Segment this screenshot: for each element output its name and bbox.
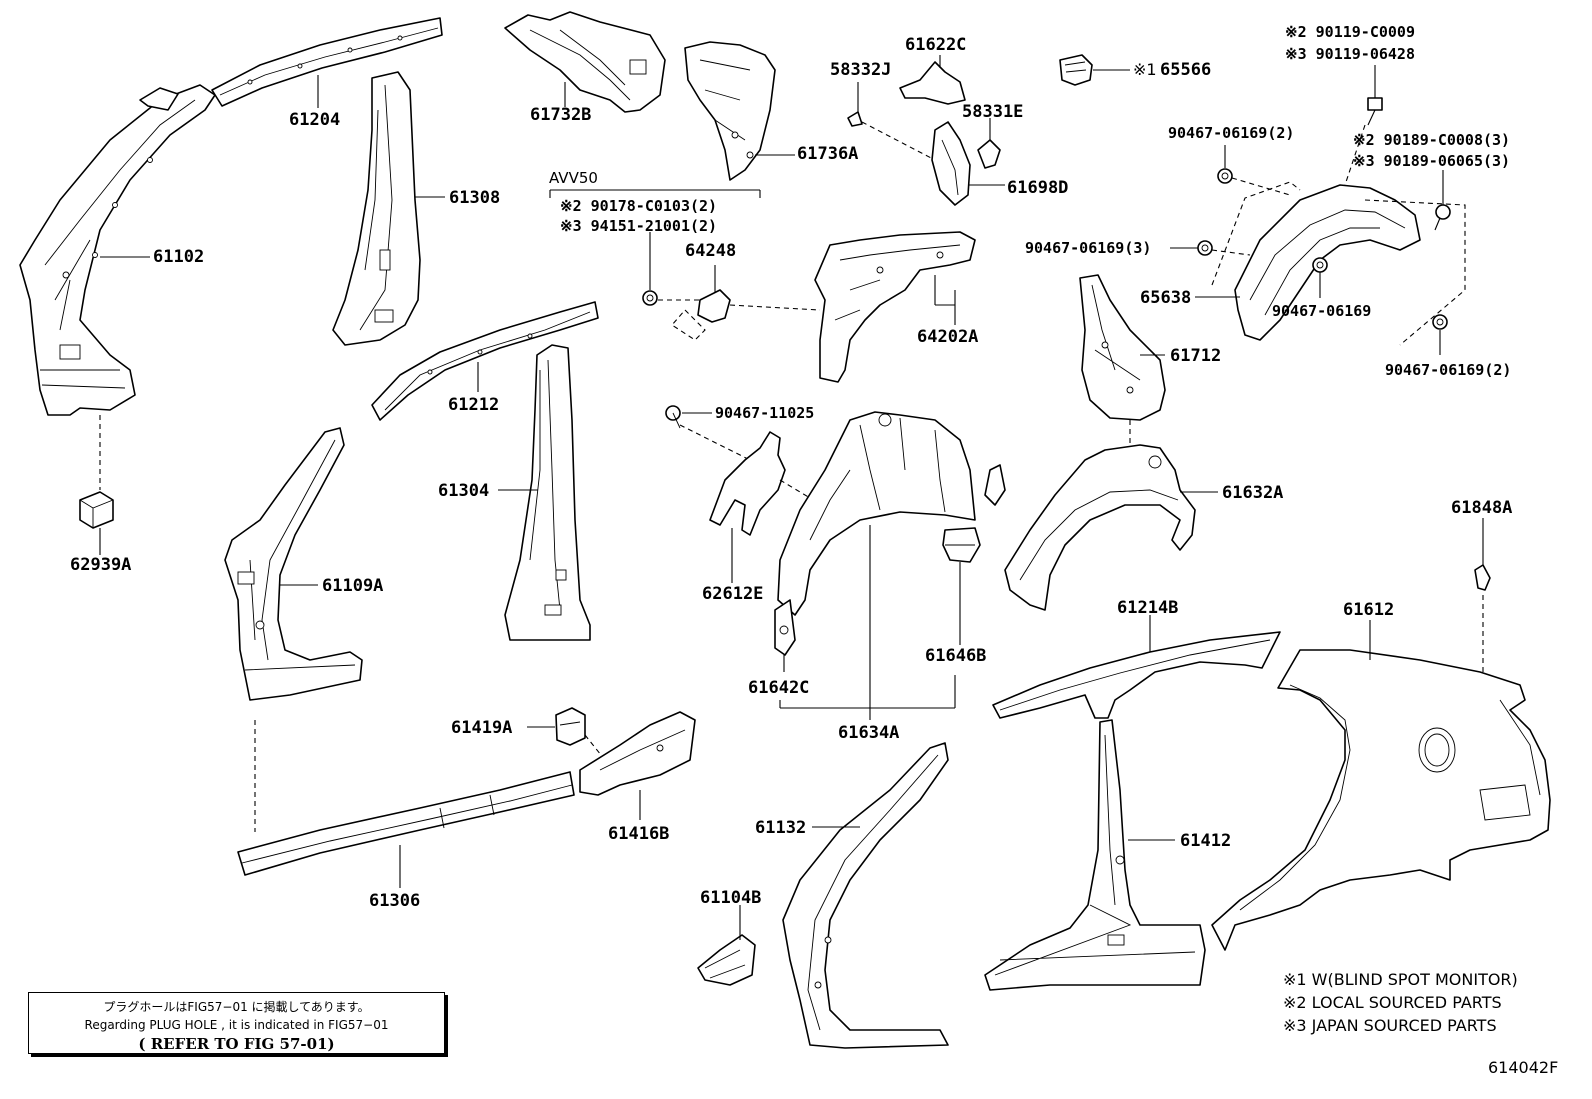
label-61102: 61102: [153, 247, 205, 267]
part-61712-drawing: [1079, 274, 1166, 421]
label-61712: 61712: [1170, 346, 1222, 366]
plug-hole-note: プラグホールはFIG57−01 に掲載してあります。 Regarding PLU…: [28, 992, 445, 1054]
label-64202A: 64202A: [917, 327, 979, 347]
label-61304: 61304: [438, 481, 490, 501]
label-61622C: 61622C: [905, 35, 967, 55]
label-61204: 61204: [289, 110, 341, 130]
part-61632A-drawing: [1004, 444, 1196, 611]
part-61698D-drawing: [931, 121, 971, 206]
fastener-nut-c: 90467-06169(3): [1025, 239, 1152, 257]
label-58331E: 58331E: [962, 102, 1024, 122]
part-62939A-drawing: [79, 491, 114, 529]
note-line-en: Regarding PLUG HOLE , it is indicated in…: [84, 1018, 389, 1032]
fastener-nut-e: 90467-06169(2): [1385, 361, 1512, 379]
part-62612E-drawing: [709, 431, 786, 536]
part-61102-drawing: [19, 84, 216, 416]
avv50-line2: ※3 94151-21001(2): [560, 217, 718, 235]
part-61642C-drawing: [774, 599, 796, 656]
note-line-jp: プラグホールはFIG57−01 に掲載してあります。: [103, 1000, 370, 1014]
part-61308-drawing: [332, 71, 421, 346]
label-65566: 65566: [1160, 60, 1212, 80]
label-61308: 61308: [449, 188, 501, 208]
bolt-90119-drawing: [1367, 97, 1383, 126]
part-61214B-drawing: [992, 631, 1281, 719]
part-61622C-drawing: [899, 61, 966, 105]
label-61736A: 61736A: [797, 144, 859, 164]
label-61109A: 61109A: [322, 576, 384, 596]
part-61736A-drawing: [684, 41, 776, 181]
part-64248-drawing: [671, 289, 731, 341]
label-61416B: 61416B: [608, 824, 670, 844]
part-61412-drawing: [984, 719, 1206, 991]
label-90467-11025: 90467-11025: [715, 404, 815, 422]
legend-item-3: ※3 JAPAN SOURCED PARTS: [1283, 1016, 1497, 1035]
nut-90467-06169-e-drawing: [1432, 314, 1448, 330]
part-65566-drawing: [1059, 54, 1093, 86]
part-64202A-drawing: [814, 231, 976, 383]
label-61642C: 61642C: [748, 678, 810, 698]
label-61306: 61306: [369, 891, 421, 911]
label-61419A: 61419A: [451, 718, 513, 738]
label-61848A: 61848A: [1451, 498, 1513, 518]
part-61419A-drawing: [555, 707, 586, 746]
label-62612E: 62612E: [702, 584, 764, 604]
part-61848A-drawing: [1474, 564, 1491, 591]
fastener-nut-b1: ※2 90189-C0008(3): [1353, 131, 1511, 149]
part-58331E-drawing: [977, 139, 1001, 169]
avv50-header: AVV50: [549, 169, 598, 187]
label-61634A: 61634A: [838, 723, 900, 743]
legend-item-2: ※2 LOCAL SOURCED PARTS: [1283, 993, 1502, 1012]
note-line-refer: ( REFER TO FIG 57-01): [138, 1035, 335, 1053]
part-61204-drawing: [211, 17, 443, 107]
part-65638-drawing: [1211, 181, 1466, 346]
part-61634A-drawing: [777, 411, 1006, 616]
label-61132: 61132: [755, 818, 807, 838]
label-65566-note: ※1: [1133, 60, 1157, 79]
part-61646B-drawing: [942, 527, 981, 563]
label-62939A: 62939A: [70, 555, 132, 575]
avv50-line1: ※2 90178-C0103(2): [560, 197, 718, 215]
label-61214B: 61214B: [1117, 598, 1179, 618]
fastener-nut-a: 90467-06169(2): [1168, 124, 1295, 142]
label-58332J: 58332J: [830, 60, 892, 80]
part-58332J-drawing: [847, 111, 863, 127]
label-61632A: 61632A: [1222, 483, 1284, 503]
part-61416B-drawing: [579, 711, 696, 796]
avv50-bracket: [549, 189, 761, 198]
fastener-top2: ※3 90119-06428: [1285, 45, 1415, 63]
label-61646B: 61646B: [925, 646, 987, 666]
fastener-top1: ※2 90119-C0009: [1285, 23, 1415, 41]
legend-item-1: ※1 W(BLIND SPOT MONITOR): [1283, 970, 1518, 989]
part-61132-drawing: [782, 742, 949, 1049]
part-61304-drawing: [504, 344, 591, 641]
part-61104B-drawing: [697, 934, 756, 986]
label-64248: 64248: [685, 241, 737, 261]
figure-id: 614042F: [1488, 1058, 1559, 1077]
label-65638: 65638: [1140, 288, 1192, 308]
label-61412: 61412: [1180, 831, 1232, 851]
nut-64248-drawing: [642, 290, 658, 306]
screw-90467-11025-drawing: [665, 405, 681, 429]
label-61612: 61612: [1343, 600, 1395, 620]
nut-90467-06169-c-drawing: [1197, 240, 1213, 256]
legend: ※1 W(BLIND SPOT MONITOR) ※2 LOCAL SOURCE…: [1283, 968, 1518, 1037]
label-61698D: 61698D: [1007, 178, 1069, 198]
nut-90467-06169-d-drawing: [1312, 257, 1328, 273]
label-61212: 61212: [448, 395, 500, 415]
label-61732B: 61732B: [530, 105, 592, 125]
part-61732B-drawing: [504, 11, 666, 113]
part-61612-drawing: [1211, 649, 1551, 951]
label-61104B: 61104B: [700, 888, 762, 908]
part-61306-drawing: [237, 771, 575, 876]
part-61212-drawing: [371, 301, 599, 421]
clip-90189-drawing: [1434, 204, 1451, 231]
part-61109A-drawing: [224, 427, 363, 701]
fastener-nut-b2: ※3 90189-06065(3): [1353, 152, 1511, 170]
fastener-nut-d: 90467-06169: [1272, 302, 1372, 320]
nut-90467-06169-a-drawing: [1217, 168, 1233, 184]
